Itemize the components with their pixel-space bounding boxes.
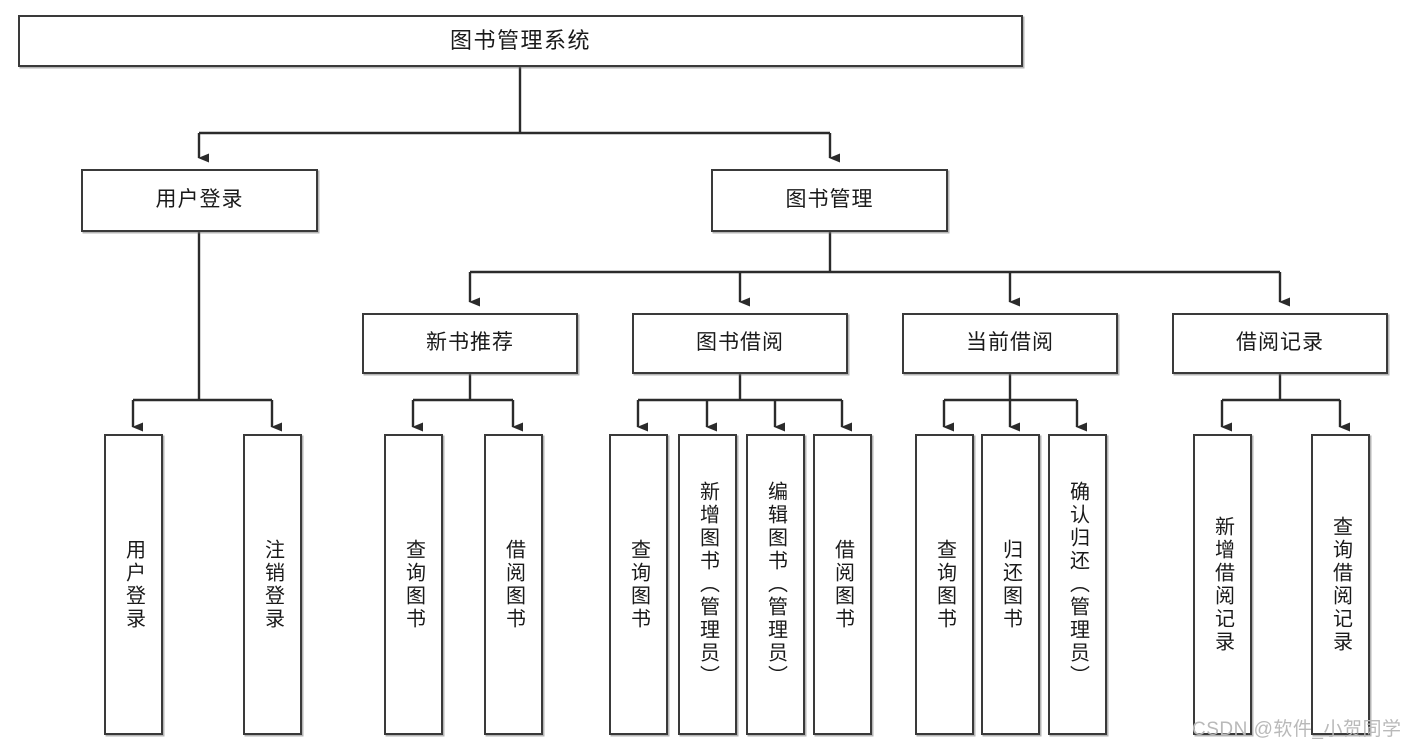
leaf-new-book-query-book[interactable]: 查询图书 xyxy=(384,434,443,735)
node-label: 查询图书 xyxy=(933,538,956,631)
leaf-borrow-record-add-record[interactable]: 新增借阅记录 xyxy=(1193,434,1252,735)
node-label: 借阅记录 xyxy=(1236,331,1324,355)
node-label: 借阅图书 xyxy=(831,538,854,631)
node-label: 图书管理系统 xyxy=(449,28,591,54)
node-book-borrow[interactable]: 图书借阅 xyxy=(632,313,848,374)
leaf-new-book-borrow-book[interactable]: 借阅图书 xyxy=(484,434,543,735)
node-label: 归还图书 xyxy=(999,538,1022,631)
node-borrow-record[interactable]: 借阅记录 xyxy=(1172,313,1388,374)
node-book-management[interactable]: 图书管理 xyxy=(711,169,948,232)
leaf-borrow-record-query-record[interactable]: 查询借阅记录 xyxy=(1311,434,1370,735)
leaf-current-borrow-return-book[interactable]: 归还图书 xyxy=(981,434,1040,735)
leaf-book-borrow-borrow-book[interactable]: 借阅图书 xyxy=(813,434,872,735)
leaf-current-borrow-confirm-return-admin[interactable]: 确认归还（管理员） xyxy=(1048,434,1107,735)
leaf-user-login-logout[interactable]: 注销登录 xyxy=(243,434,302,735)
leaf-book-borrow-add-book-admin[interactable]: 新增图书（管理员） xyxy=(678,434,737,735)
node-label: 图书借阅 xyxy=(696,331,784,355)
node-label: 图书管理 xyxy=(785,188,874,212)
node-label: 确认归还（管理员） xyxy=(1066,481,1089,688)
leaf-user-login-login[interactable]: 用户登录 xyxy=(104,434,163,735)
node-label: 查询图书 xyxy=(402,538,425,631)
leaf-book-borrow-query-book[interactable]: 查询图书 xyxy=(609,434,668,735)
node-root-book-management-system[interactable]: 图书管理系统 xyxy=(18,15,1023,67)
node-label: 编辑图书（管理员） xyxy=(764,481,787,688)
leaf-current-borrow-query-book[interactable]: 查询图书 xyxy=(915,434,974,735)
node-label: 新增图书（管理员） xyxy=(696,481,719,688)
node-label: 新书推荐 xyxy=(426,331,514,355)
node-label: 查询图书 xyxy=(627,538,650,631)
node-label: 当前借阅 xyxy=(966,331,1054,355)
node-label: 借阅图书 xyxy=(502,538,525,631)
node-label: 新增借阅记录 xyxy=(1211,515,1234,654)
leaf-book-borrow-edit-book-admin[interactable]: 编辑图书（管理员） xyxy=(746,434,805,735)
node-new-book-recommend[interactable]: 新书推荐 xyxy=(362,313,578,374)
node-label: 注销登录 xyxy=(261,538,284,631)
node-label: 查询借阅记录 xyxy=(1329,515,1352,654)
node-user-login[interactable]: 用户登录 xyxy=(81,169,318,232)
watermark-text: CSDN @软件_小贺同学 xyxy=(1192,719,1402,740)
node-label: 用户登录 xyxy=(122,538,145,631)
node-label: 用户登录 xyxy=(155,188,244,212)
node-current-borrow[interactable]: 当前借阅 xyxy=(902,313,1118,374)
